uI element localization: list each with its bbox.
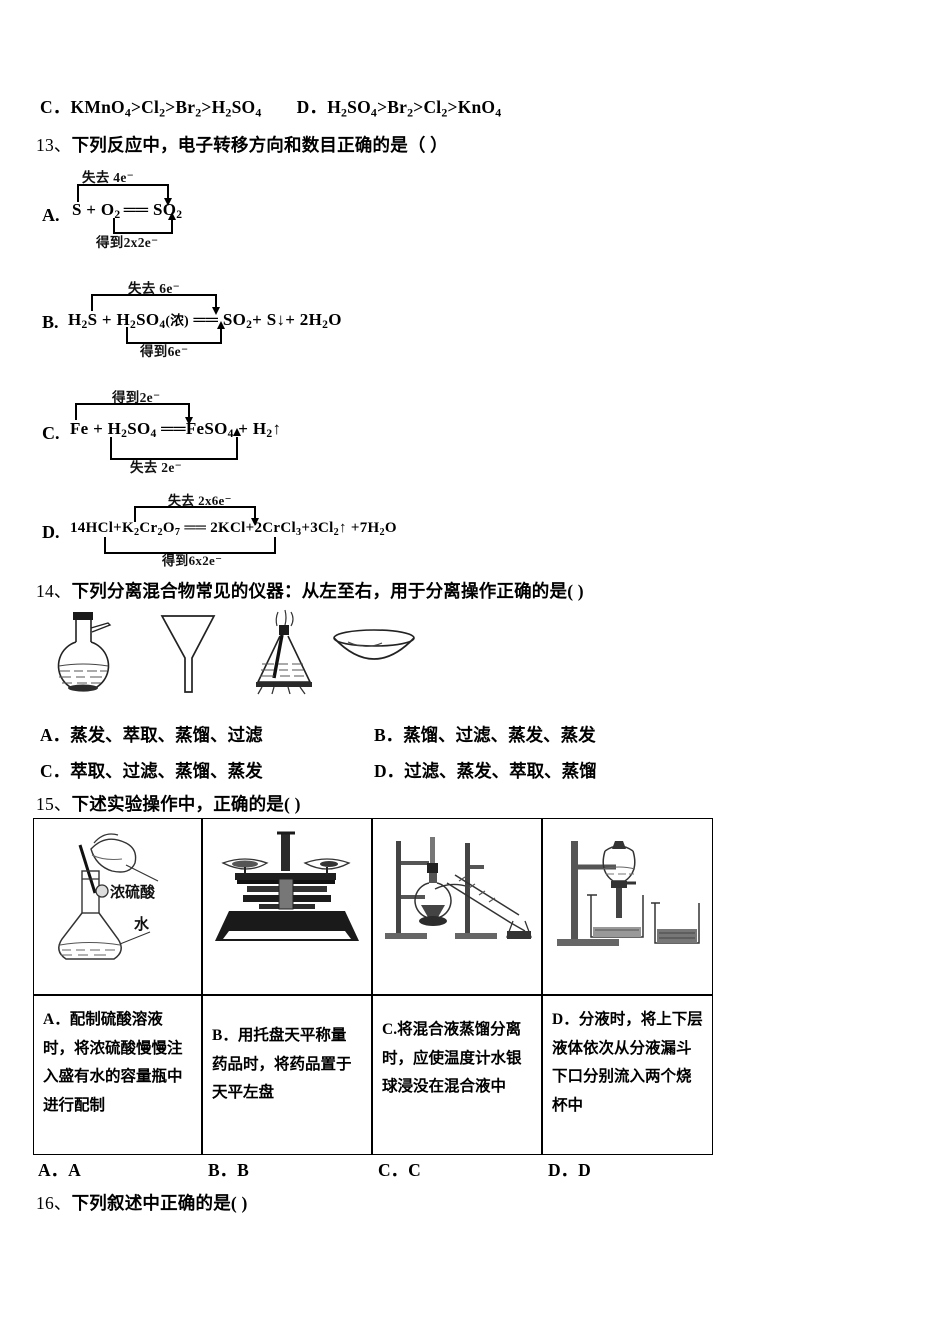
q15-options-table: 浓硫酸 水 [33,818,713,1155]
volumetric-flask-acid-water-icon: 浓硫酸 水 [58,833,159,960]
q13-c-bottom-arrow [233,428,241,436]
q13-option-c-equation: Fe + H2SO4 ══FeSO4 + H2↑ [70,419,282,441]
q13-option-b-equation: H2S + H2SO4(浓) ══ SO2+ S↓+ 2H2O [68,310,342,332]
table-cell-image-c [373,819,540,994]
distillation-apparatus-icon [385,837,532,939]
q13-stem-text: 下列反应中，电子转移方向和数目正确的是（ ） [71,135,448,155]
separatory-funnel-beakers-icon [557,841,700,946]
table-cell-desc-b: B．用托盘天平称量药品时，将药品置于天平左盘 [212,1027,352,1102]
q13-option-c-top-label: 得到2e⁻ [112,390,161,405]
table-cell-image-b [203,819,370,994]
q13-option-a-top-label: 失去 4e⁻ [82,170,135,185]
q13-b-top-arrow [212,307,220,315]
question-15-stem: 15、下述实验操作中，正确的是( ) [36,793,301,817]
funnel-icon [160,615,216,693]
question-16-stem: 16、下列叙述中正确的是( ) [36,1192,248,1216]
q13-b-bottom-arrow [217,321,225,329]
q13-option-d-equation: 14HCl+K2Cr2O7 ══ 2KCl+2CrCl3+3Cl2↑ +7H2O [70,520,397,538]
q14-option-a[interactable]: A．蒸发、萃取、蒸馏、过滤 [40,725,263,745]
q15-stem-text: 下述实验操作中，正确的是( ) [71,794,301,814]
q13-c-bottom-bracket [110,437,238,460]
q14-option-d[interactable]: D．过滤、蒸发、萃取、蒸馏 [374,761,597,781]
q14-option-c[interactable]: C．萃取、过滤、蒸馏、蒸发 [40,761,263,781]
q13-option-d-bottom-label: 得到6x2e⁻ [162,553,223,568]
q13-d-bottom-bracket [104,537,276,554]
table-col-divider-3 [541,819,543,1154]
evaporating-dish-icon [333,629,415,660]
table-col-divider-1 [201,819,203,1154]
q13-option-d-label: D. [42,522,60,542]
q13-a-bottom-arrow [168,212,176,220]
q12-option-c: C．KMnO4>Cl2>Br2>H2SO4 [40,97,262,120]
q13-option-b-top-label: 失去 6e⁻ [128,281,181,296]
q13-option-b-bottom-label: 得到6e⁻ [140,344,189,359]
table-cell-image-d [543,819,712,994]
q15-number: 15、 [36,794,72,814]
q15-answer-b[interactable]: B．B [208,1160,249,1180]
q13-d-top-arrow [251,518,259,526]
q14-apparatus-row [36,606,436,698]
svg-text:水: 水 [134,915,150,933]
q13-b-top-bracket [91,294,217,311]
q13-a-bottom-bracket [113,218,173,234]
svg-text:浓硫酸: 浓硫酸 [110,883,156,901]
q13-a-top-bracket [77,184,169,202]
q13-number: 13、 [36,135,72,155]
q15-answer-row: A．A B．B C．C D．D [38,1157,718,1183]
question-14-stem: 14、下列分离混合物常见的仪器：从左至右，用于分离操作正确的是( ) [36,580,584,604]
tray-balance-icon [215,831,359,941]
q13-option-a-label: A. [42,205,60,225]
table-col-divider-2 [371,819,373,1154]
q13-option-c-bottom-label: 失去 2e⁻ [130,460,183,475]
q16-stem-text: 下列叙述中正确的是( ) [71,1193,248,1213]
q13-option-d-top-label: 失去 2x6e⁻ [168,493,232,508]
table-cell-desc-c: C.将混合液蒸馏分离时，应使温度计水银球浸没在混合液中 [382,1021,522,1096]
q16-number: 16、 [36,1193,72,1213]
table-cell-desc-d: D．分液时，将上下层液体依次从分液漏斗下口分别流入两个烧杯中 [552,1011,703,1115]
q13-a-top-arrow [164,198,172,206]
q13-option-c-label: C. [42,423,60,443]
table-row-divider [34,994,712,996]
extraction-flask-icon [256,609,312,695]
q12-options-cd: C．KMnO4>Cl2>Br2>H2SO4 D．H2SO4>Br2>Cl2>Kn… [40,96,501,120]
question-13-stem: 13、下列反应中，电子转移方向和数目正确的是（ ） [36,134,448,158]
table-cell-desc-a: A．配制硫酸溶液时，将浓硫酸慢慢注入盛有水的容量瓶中进行配制 [43,1011,183,1115]
table-cell-image-a: 浓硫酸 水 [34,819,201,994]
q13-option-b-label: B. [42,312,59,332]
q14-number: 14、 [36,581,72,601]
q15-answer-a[interactable]: A．A [38,1160,81,1180]
q13-c-top-bracket [75,403,190,420]
q15-answer-d[interactable]: D．D [548,1160,591,1180]
q15-answer-c[interactable]: C．C [378,1160,421,1180]
q14-stem-text: 下列分离混合物常见的仪器：从左至右，用于分离操作正确的是( ) [71,581,584,601]
q13-d-top-bracket [134,506,256,522]
q12-option-d: D．H2SO4>Br2>Cl2>KnO4 [296,97,502,120]
q14-option-b[interactable]: B．蒸馏、过滤、蒸发、蒸发 [374,725,596,745]
q13-b-bottom-bracket [126,327,222,344]
q13-option-a-bottom-label: 得到2x2e⁻ [96,235,159,250]
q13-c-top-arrow [185,417,193,425]
distillation-flask-icon [57,612,112,692]
